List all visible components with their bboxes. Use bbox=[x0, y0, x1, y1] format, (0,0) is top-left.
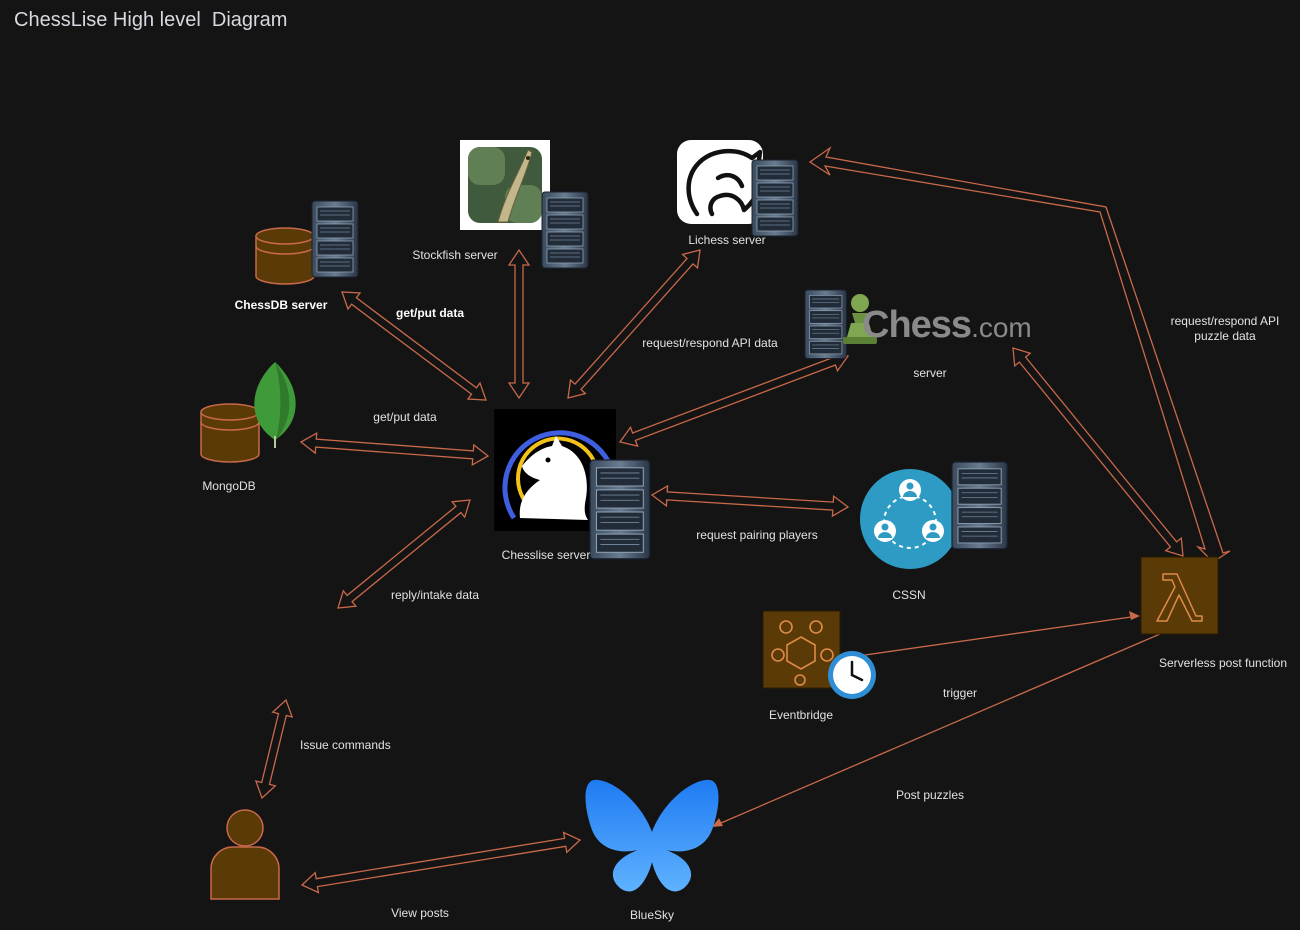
chesscom-logo-text: Chess bbox=[862, 304, 972, 346]
lambda-label: Serverless post function bbox=[1158, 656, 1288, 670]
arrow-user-commands bbox=[254, 698, 294, 800]
mongodb-node bbox=[200, 362, 296, 463]
arrow-lichess-chesslise bbox=[567, 249, 701, 399]
edge-label-pairing: request pairing players bbox=[696, 528, 818, 542]
arrowhead-trigger bbox=[1129, 611, 1140, 620]
butterfly-icon bbox=[585, 779, 719, 892]
server-rack-icon bbox=[951, 461, 1008, 550]
cssn-node bbox=[860, 461, 1008, 569]
arrow-mongodb-chesslise bbox=[299, 431, 490, 467]
lichess-node bbox=[677, 140, 799, 237]
arrow-eventbridge-lambda bbox=[857, 615, 1139, 657]
edge-label-reply-intake: reply/intake data bbox=[390, 588, 480, 602]
arrow-user-bluesky bbox=[300, 831, 582, 894]
chesscom-label: server bbox=[913, 366, 947, 380]
server-rack-icon bbox=[589, 459, 651, 560]
chesslise-ring-outer bbox=[502, 430, 615, 520]
edge-label-issue-commands: Issue commands bbox=[300, 738, 391, 752]
stockfish-logo-icon bbox=[468, 147, 542, 223]
chesslise-knight-icon bbox=[519, 436, 588, 520]
stockfish-node bbox=[460, 140, 589, 269]
arrow-chesscom-lambda bbox=[1012, 347, 1184, 557]
arrow-chesslise-cssn bbox=[650, 484, 850, 518]
cssn-network-icon bbox=[860, 469, 960, 569]
arrow-chesslise-reply bbox=[337, 499, 471, 609]
chesscom-logo-suffix: .com bbox=[971, 312, 1032, 343]
arrow-chessdb-chesslise bbox=[341, 291, 487, 401]
clock-icon bbox=[828, 651, 876, 699]
bluesky-label: BlueSky bbox=[629, 908, 675, 922]
edge-label-request-api-puzzle: request/respond API puzzle data bbox=[1170, 314, 1280, 343]
page-title: ChessLise High level Diagram bbox=[14, 9, 288, 31]
edge-label-get-put-mongodb: get/put data bbox=[373, 410, 437, 424]
arrow-stockfish-chesslise bbox=[507, 248, 531, 400]
eventbridge-node bbox=[762, 610, 876, 699]
database-icon bbox=[200, 403, 260, 463]
database-icon bbox=[255, 227, 315, 285]
edge-label-view-posts: View posts bbox=[391, 906, 449, 920]
chesscom-logo: Chess.com bbox=[862, 304, 1032, 347]
lichess-label: Lichess server bbox=[688, 233, 766, 247]
arrow-lambda-bluesky bbox=[713, 633, 1161, 827]
server-rack-icon bbox=[541, 191, 589, 269]
chesscom-pawn-icon bbox=[843, 294, 877, 344]
user-icon bbox=[210, 809, 280, 900]
arrow-chesscom-chesslise bbox=[618, 350, 850, 448]
server-rack-icon bbox=[311, 200, 359, 278]
chesslise-ring-inner bbox=[516, 436, 600, 507]
eventbridge-label: Eventbridge bbox=[768, 708, 834, 722]
edge-label-post-puzzles: Post puzzles bbox=[895, 788, 965, 802]
edge-label-request-api: request/respond API data bbox=[642, 336, 778, 350]
mongodb-label: MongoDB bbox=[202, 479, 256, 493]
chessdb-node bbox=[255, 200, 359, 285]
arrowhead-post bbox=[712, 818, 723, 827]
chesscom-node bbox=[804, 289, 877, 359]
user-node bbox=[210, 809, 280, 900]
mongodb-leaf-icon bbox=[254, 362, 296, 448]
edge-label-trigger: trigger bbox=[942, 686, 978, 700]
server-rack-icon bbox=[804, 289, 847, 359]
stockfish-label: Stockfish server bbox=[412, 248, 498, 262]
server-rack-icon bbox=[751, 159, 799, 237]
bluesky-node bbox=[585, 779, 719, 892]
chessdb-label: ChessDB server bbox=[234, 298, 328, 312]
chesslise-label: Chesslise server bbox=[501, 548, 591, 562]
lambda-node bbox=[1140, 556, 1219, 635]
chesslise-node bbox=[494, 409, 651, 560]
edge-label-get-put-chessdb: get/put data bbox=[396, 306, 464, 320]
cssn-label: CSSN bbox=[892, 588, 926, 602]
